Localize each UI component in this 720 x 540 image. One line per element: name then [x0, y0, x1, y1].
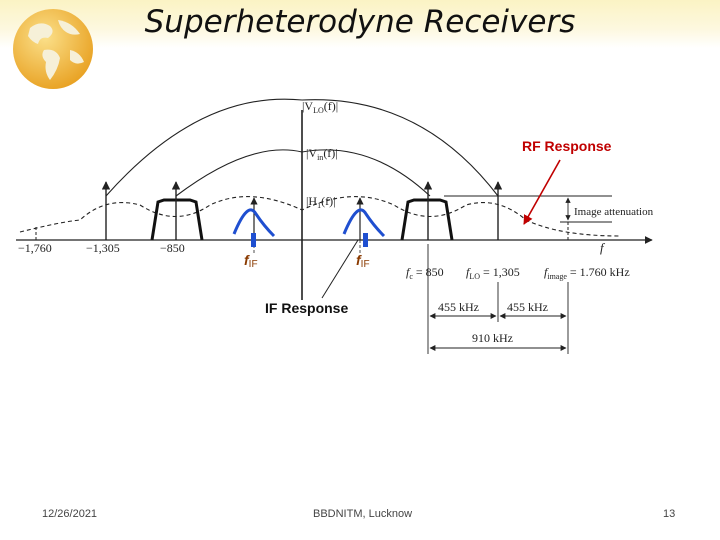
footer-date: 12/26/2021 [42, 508, 98, 520]
rf-passband-negative [150, 198, 204, 241]
slide-title: Superheterodyne Receivers [144, 4, 576, 40]
fif-label-negative: fIF [244, 252, 258, 270]
fc-label: fc = 850 [406, 265, 444, 281]
axis-variable-label: f [600, 240, 606, 255]
tick-label-neg-1760: −1,760 [18, 241, 52, 255]
footer-page-number: 13 [663, 508, 676, 520]
spacing-label-1: 455 kHz [438, 300, 479, 314]
vin-arc-positive [301, 149, 431, 197]
spacing-label-2: 455 kHz [507, 300, 548, 314]
fimage-label: fimage = 1.760 kHz [544, 265, 630, 281]
footer-institution: BBDNITM, Lucknow [313, 508, 413, 520]
spacing-label-total: 910 kHz [472, 331, 513, 345]
rf-passband-positive [400, 198, 454, 241]
vin-arc-negative [175, 149, 303, 197]
h1-dashed-response [19, 196, 621, 237]
vlo-arc-positive [301, 99, 499, 197]
h1-label: |H1(f)| [306, 194, 335, 210]
globe-icon [13, 9, 93, 89]
if-response-pointer [321, 239, 359, 299]
if-response-bell-positive [342, 208, 386, 238]
header-band [0, 0, 720, 48]
image-attenuation-label: Image attenuation [574, 206, 654, 218]
flo-label: fLO = 1,305 [466, 265, 520, 281]
fif-label-positive: fIF [356, 252, 370, 270]
rf-response-arrow [523, 159, 561, 225]
if-response-bell-negative [232, 208, 276, 238]
if-marker-negative [251, 233, 256, 247]
if-response-label: IF Response [265, 300, 348, 316]
vlo-label: |VLO(f)| [302, 99, 338, 115]
tick-label-neg-850: −850 [160, 241, 185, 255]
if-marker-positive [363, 233, 368, 247]
rf-response-label: RF Response [522, 138, 612, 154]
vlo-arc-negative [105, 98, 303, 197]
tick-label-neg-1305: −1,305 [86, 241, 120, 255]
vin-label: |Vin(f)| [306, 146, 338, 162]
